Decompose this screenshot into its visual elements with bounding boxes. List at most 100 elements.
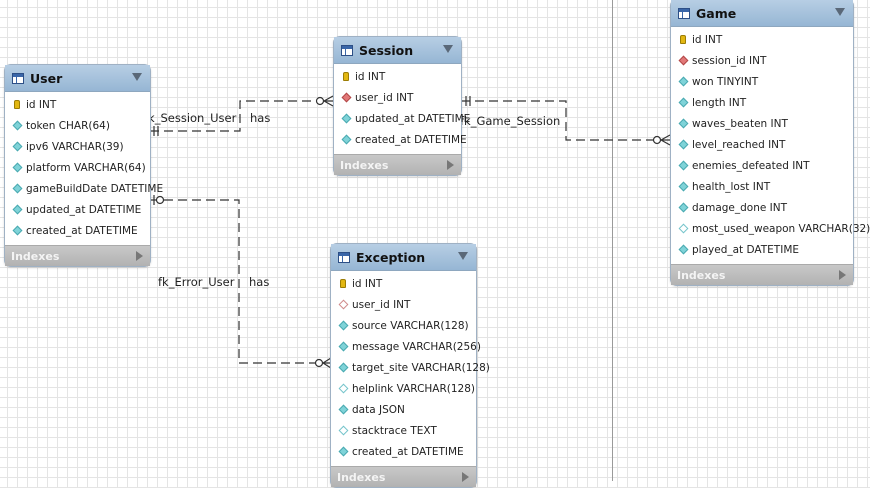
- column-icon: [337, 446, 349, 458]
- fk-game-session-label[interactable]: fk_Game_Session: [460, 114, 561, 128]
- collapse-toggle-icon[interactable]: [458, 252, 468, 260]
- fk-session-user-label[interactable]: fk_Session_User: [144, 111, 237, 125]
- session-user-has-label: has: [250, 111, 271, 125]
- column-icon: [337, 341, 349, 353]
- column-text: token CHAR(64): [26, 119, 110, 132]
- session-user-many-circle: [315, 96, 325, 106]
- column-text: user_id INT: [355, 91, 414, 104]
- collapse-toggle-icon[interactable]: [443, 45, 453, 53]
- column-text: id INT: [692, 33, 723, 46]
- column-row[interactable]: session_id INT: [671, 50, 853, 71]
- column-text: session_id INT: [692, 54, 767, 67]
- column-row[interactable]: platform VARCHAR(64): [5, 157, 150, 178]
- column-text: length INT: [692, 96, 747, 109]
- error-user-crowfoot: [322, 357, 332, 369]
- expand-indexes-icon[interactable]: [136, 251, 143, 261]
- column-row[interactable]: enemies_defeated INT: [671, 155, 853, 176]
- column-row[interactable]: length INT: [671, 92, 853, 113]
- column-row[interactable]: data JSON: [331, 399, 476, 420]
- collapse-toggle-icon[interactable]: [835, 8, 845, 16]
- column-row[interactable]: played_at DATETIME: [671, 239, 853, 260]
- primary-key-icon: [337, 278, 349, 290]
- column-row[interactable]: created_at DATETIME: [5, 220, 150, 241]
- session-user-crowfoot: [323, 95, 334, 107]
- table-title: Exception: [356, 249, 426, 265]
- indexes-label: Indexes: [340, 158, 389, 172]
- column-row[interactable]: stacktrace TEXT: [331, 420, 476, 441]
- column-icon: [11, 141, 23, 153]
- column-icon: [340, 134, 352, 146]
- column-row[interactable]: target_site VARCHAR(128): [331, 357, 490, 378]
- column-row[interactable]: damage_done INT: [671, 197, 853, 218]
- column-row[interactable]: helplink VARCHAR(128): [331, 378, 476, 399]
- table-header[interactable]: Session: [334, 37, 461, 64]
- expand-indexes-icon[interactable]: [839, 270, 846, 280]
- column-text: won TINYINT: [692, 75, 759, 88]
- column-text: updated_at DATETIME: [26, 203, 142, 216]
- column-row[interactable]: gameBuildDate DATETIME: [5, 178, 163, 199]
- column-text: damage_done INT: [692, 201, 788, 214]
- session-user-one-mark: [153, 126, 159, 136]
- primary-key-icon: [677, 34, 689, 46]
- column-row[interactable]: won TINYINT: [671, 71, 853, 92]
- table-header[interactable]: Exception: [331, 244, 476, 271]
- column-icon: [337, 320, 349, 332]
- session-table[interactable]: Session id INT user_id INT updated_at DATE…: [333, 36, 470, 176]
- collapse-toggle-icon[interactable]: [132, 73, 142, 81]
- table-icon: [338, 251, 350, 263]
- table-title: User: [30, 70, 63, 86]
- indexes-section[interactable]: Indexes: [334, 154, 461, 175]
- relationship-lines: [150, 95, 671, 369]
- primary-key-icon: [11, 99, 23, 111]
- column-row[interactable]: user_id INT: [331, 294, 476, 315]
- column-text: helplink VARCHAR(128): [352, 382, 476, 395]
- column-icon: [11, 225, 23, 237]
- table-header[interactable]: Game: [671, 0, 853, 27]
- column-text: health_lost INT: [692, 180, 771, 193]
- game-session-crowfoot: [660, 134, 671, 146]
- column-row[interactable]: token CHAR(64): [5, 115, 150, 136]
- column-icon: [11, 204, 23, 216]
- expand-indexes-icon[interactable]: [462, 472, 469, 482]
- column-row[interactable]: waves_beaten INT: [671, 113, 853, 134]
- indexes-section[interactable]: Indexes: [5, 245, 150, 266]
- column-row[interactable]: updated_at DATETIME: [334, 108, 470, 129]
- column-row[interactable]: id INT: [334, 66, 461, 87]
- column-row[interactable]: level_reached INT: [671, 134, 853, 155]
- indexes-section[interactable]: Indexes: [331, 466, 476, 487]
- error-user-many-circle: [314, 358, 324, 368]
- game-table[interactable]: Game id INT session_id INT won TINYINT leng…: [670, 0, 870, 286]
- column-row[interactable]: created_at DATETIME: [334, 129, 467, 150]
- column-row[interactable]: id INT: [671, 29, 853, 50]
- fk-error-user-label[interactable]: fk_Error_User: [158, 275, 235, 289]
- error-user-zero-circle: [155, 195, 165, 205]
- column-row[interactable]: most_used_weapon VARCHAR(32): [671, 218, 870, 239]
- session-user-line: [150, 100, 320, 132]
- column-text: target_site VARCHAR(128): [352, 361, 490, 374]
- column-row[interactable]: id INT: [331, 273, 476, 294]
- column-icon: [677, 202, 689, 214]
- game-session-many-circle: [652, 135, 662, 145]
- column-row[interactable]: id INT: [5, 94, 150, 115]
- column-row[interactable]: ipv6 VARCHAR(39): [5, 136, 150, 157]
- column-row[interactable]: source VARCHAR(128): [331, 315, 476, 336]
- table-icon: [12, 72, 24, 84]
- user-table[interactable]: User id INT token CHAR(64) ipv6 VARCHAR(39…: [4, 64, 163, 267]
- expand-indexes-icon[interactable]: [447, 160, 454, 170]
- game-session-one-mark: [465, 96, 471, 106]
- column-text: enemies_defeated INT: [692, 159, 810, 172]
- indexes-label: Indexes: [677, 268, 726, 282]
- column-row[interactable]: user_id INT: [334, 87, 461, 108]
- indexes-section[interactable]: Indexes: [671, 264, 853, 285]
- table-header[interactable]: User: [5, 65, 150, 92]
- column-row[interactable]: message VARCHAR(256): [331, 336, 481, 357]
- column-text: source VARCHAR(128): [352, 319, 469, 332]
- column-row[interactable]: updated_at DATETIME: [5, 199, 150, 220]
- column-icon: [677, 181, 689, 193]
- column-text: platform VARCHAR(64): [26, 161, 146, 174]
- column-row[interactable]: created_at DATETIME: [331, 441, 476, 462]
- column-icon: [340, 113, 352, 125]
- column-row[interactable]: health_lost INT: [671, 176, 853, 197]
